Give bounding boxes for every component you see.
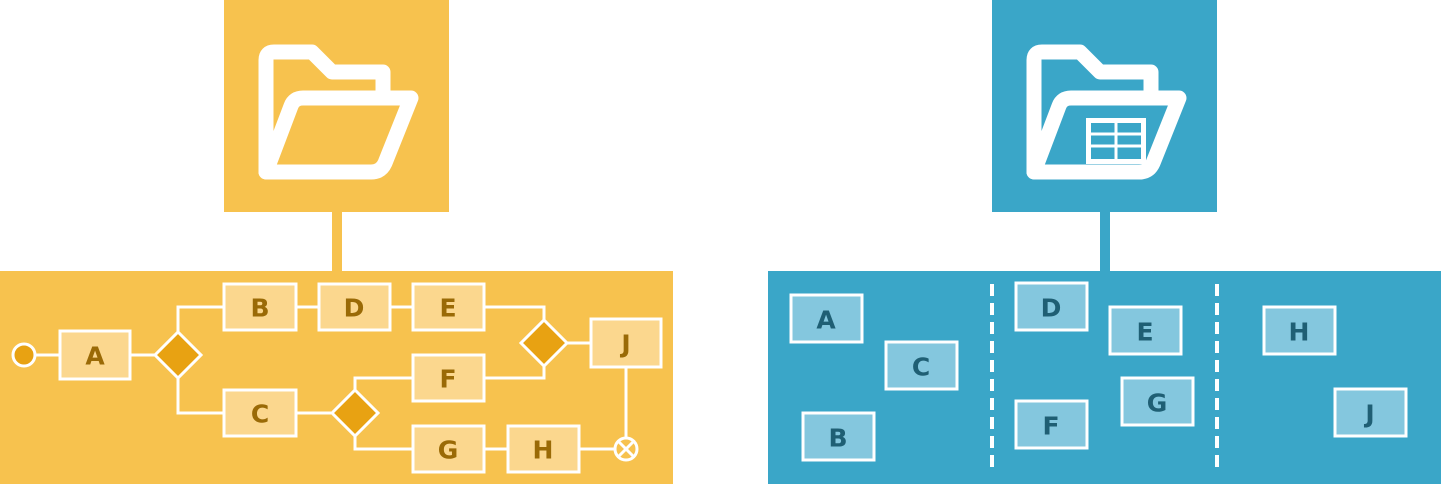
process-flow-lines — [36, 305, 628, 451]
card-d: D — [1014, 281, 1089, 332]
task-label: G — [438, 436, 459, 465]
task-label: D — [344, 294, 365, 323]
task-box-e: E — [411, 282, 486, 332]
task-box-c: C — [222, 388, 298, 438]
card-g: G — [1120, 376, 1195, 427]
card-j: J — [1333, 387, 1408, 438]
card-c: C — [884, 340, 959, 391]
task-box-g: G — [411, 424, 486, 474]
task-box-b: B — [222, 282, 298, 332]
task-box-a: A — [58, 329, 132, 381]
card-label: E — [1136, 318, 1153, 347]
gateway-diamond — [329, 387, 381, 439]
left-diagram: A B D E C F G H — [0, 0, 673, 484]
card-label: B — [828, 424, 847, 453]
folder-table-icon — [1026, 44, 1187, 180]
right-diagram: A C B D E G F H — [768, 0, 1441, 484]
gateway-diamond — [152, 329, 204, 381]
card-f: F — [1014, 399, 1089, 450]
task-label: C — [251, 400, 269, 429]
table-grid-icon — [1086, 118, 1146, 164]
card-h: H — [1262, 305, 1337, 356]
folder-open-icon — [258, 44, 419, 180]
task-label: E — [439, 294, 456, 323]
card-label: J — [1363, 400, 1374, 429]
card-e: E — [1108, 305, 1183, 356]
card-a: A — [789, 293, 864, 344]
task-box-j: J — [589, 317, 663, 369]
task-box-d: D — [317, 282, 392, 332]
task-box-f: F — [411, 353, 486, 403]
card-label: H — [1289, 318, 1310, 347]
start-event-circle — [11, 342, 37, 368]
task-label: J — [619, 330, 630, 359]
card-label: A — [816, 306, 836, 335]
end-event-icon — [613, 436, 639, 462]
left-connector — [332, 212, 342, 272]
task-label: H — [533, 436, 554, 465]
card-label: G — [1147, 389, 1168, 418]
task-box-h: H — [506, 424, 581, 474]
task-label: F — [439, 365, 456, 394]
gateway-diamond — [518, 317, 570, 369]
card-label: F — [1042, 412, 1059, 441]
task-label: A — [85, 342, 105, 371]
right-connector — [1100, 212, 1110, 272]
card-label: D — [1041, 294, 1062, 323]
task-label: B — [250, 294, 269, 323]
card-label: C — [912, 353, 930, 382]
card-b: B — [801, 411, 876, 462]
